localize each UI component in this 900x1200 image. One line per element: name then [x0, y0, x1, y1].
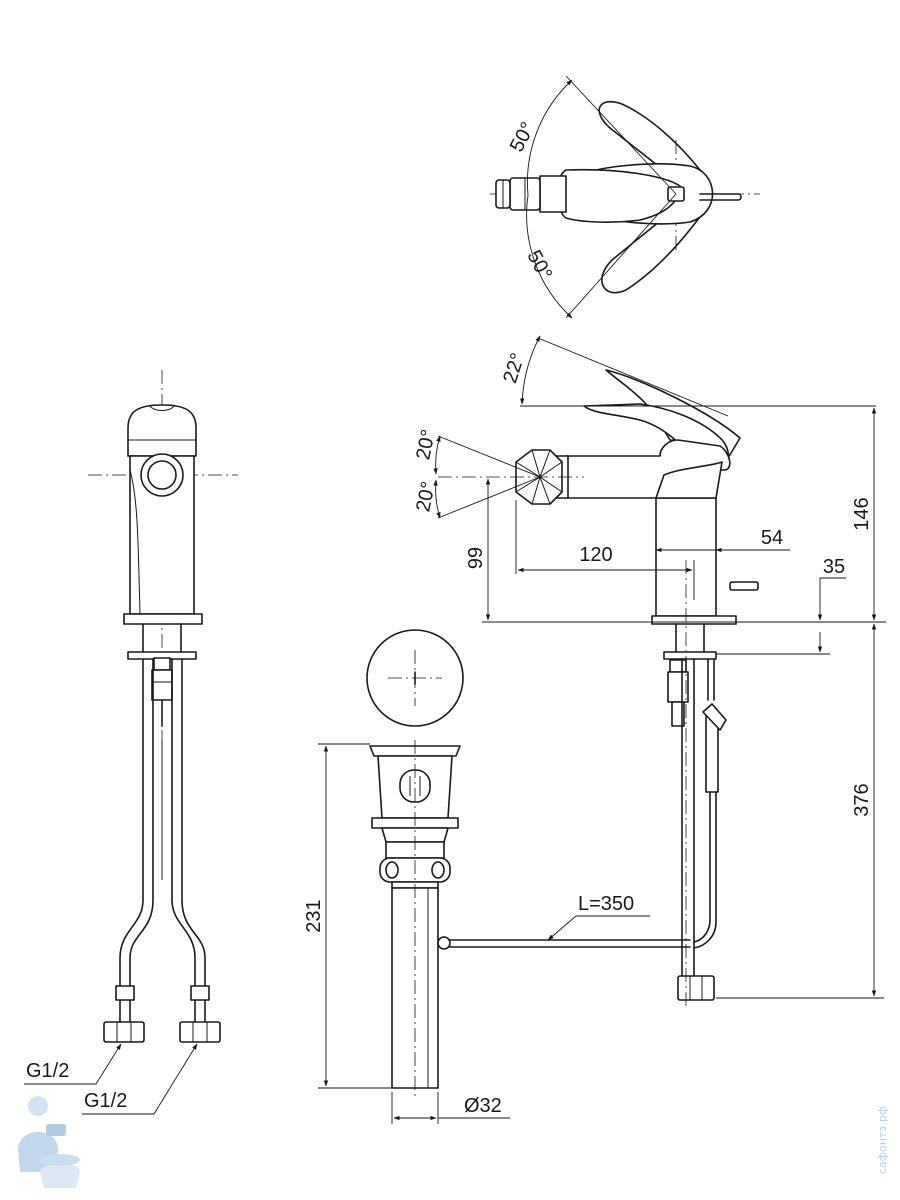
front-view-thread-labels: G1/2 G1/2: [24, 1043, 198, 1115]
side-view: [438, 369, 759, 1010]
front-view-hoses: [115, 658, 210, 1023]
thread-label-1: G1/2: [26, 1060, 69, 1082]
dimension-lines: 22° 20° 20° 146 99 120 54 35: [303, 335, 886, 1124]
top-view-body: [495, 163, 742, 225]
dim-pipe-diameter: Ø32: [464, 1095, 502, 1117]
angle-nozzle-down: 20°: [412, 480, 440, 514]
front-view: G1/2 G1/2: [24, 370, 238, 1115]
top-view-lever-up-ghost: [598, 100, 701, 181]
dim-54: 54: [761, 527, 783, 549]
dim-231: 231: [303, 899, 325, 932]
drain-assembly: [366, 629, 691, 1100]
front-view-outlet: [140, 453, 184, 497]
dim-120: 120: [579, 544, 612, 566]
front-view-handle: [127, 404, 197, 457]
front-view-body: [123, 453, 203, 625]
side-view-mounting: [663, 623, 727, 977]
dim-35: 35: [823, 556, 845, 578]
dim-376: 376: [851, 783, 873, 816]
side-view-centerlines: [438, 476, 687, 1010]
front-view-mounting: [127, 623, 197, 727]
side-view-nut: [677, 975, 715, 1001]
angle-top-1: 50°: [506, 119, 540, 156]
top-view-lever-down-ghost: [601, 207, 703, 294]
dim-link-length: L=350: [578, 893, 634, 915]
front-view-nuts: [103, 1021, 221, 1043]
angle-top-2: 50°: [522, 247, 556, 284]
watermark-text: сафонтэ.рф: [876, 1106, 889, 1174]
watermark-logo: [18, 1096, 80, 1188]
dim-99: 99: [465, 547, 487, 569]
thread-label-2: G1/2: [84, 1090, 127, 1112]
dim-146: 146: [851, 497, 873, 530]
top-view: 50° 50°: [490, 75, 760, 319]
side-view-body: [565, 439, 759, 625]
